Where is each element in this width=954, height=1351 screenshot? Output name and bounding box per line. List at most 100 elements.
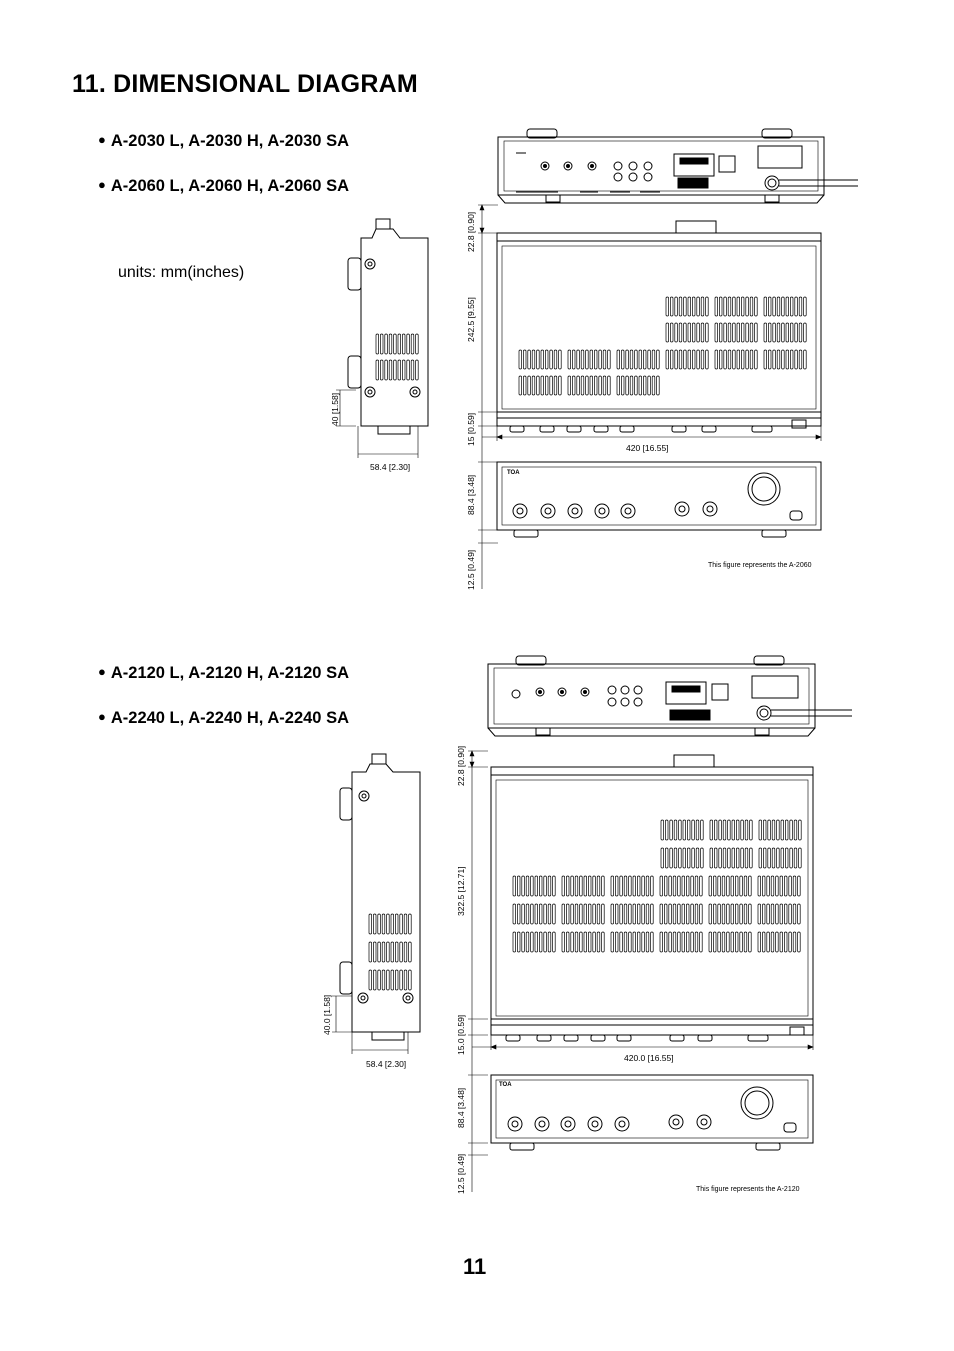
vent-slot [406, 333, 410, 355]
vent-slot [656, 349, 660, 370]
vent-slot [743, 903, 748, 925]
vent-slot [583, 903, 587, 925]
vent-slot [717, 903, 721, 925]
vent-slot [567, 349, 571, 370]
vent-slot [607, 375, 611, 396]
vent-slot [616, 349, 620, 370]
vent-slot [583, 875, 587, 897]
dim-side-width-2: 58.4 [2.30] [366, 1059, 407, 1069]
vent-slot [740, 847, 744, 869]
vent-slot [523, 375, 527, 396]
vent-slot [690, 931, 694, 953]
vent-slot [672, 903, 677, 925]
vent-slot [531, 375, 536, 396]
vent-slot [570, 875, 574, 897]
vent-slot [792, 875, 797, 897]
vent-slot [792, 903, 797, 925]
vent-slot [682, 847, 686, 869]
vent-slot [772, 322, 776, 343]
vent-slot [539, 903, 543, 925]
vent-slot [721, 903, 726, 925]
vent-slot [686, 931, 690, 953]
vent-slot [645, 875, 650, 897]
vent-slot [775, 875, 779, 897]
vent-slot [574, 875, 579, 897]
vent-slot [561, 931, 565, 953]
vent-slot [399, 969, 403, 991]
top-view-2 [490, 754, 814, 1042]
vent-slot [566, 903, 570, 925]
vent-slot [598, 375, 602, 396]
vent-slot [687, 322, 691, 343]
vent-slot [730, 875, 734, 897]
vent-slot [727, 322, 732, 343]
vent-slot [552, 931, 556, 953]
vent-slots [518, 296, 807, 396]
vent-slot [518, 349, 522, 370]
vent-slot [736, 322, 740, 343]
vent-slot [718, 819, 722, 841]
vent-slot [386, 941, 390, 963]
vent-slot [744, 819, 749, 841]
vent-slot [402, 333, 406, 355]
vent-slot [775, 903, 779, 925]
vent-slot [687, 847, 691, 869]
top-view-1 [496, 220, 822, 433]
vent-slot [583, 931, 587, 953]
vent-slot [386, 913, 390, 935]
vent-slot [547, 875, 552, 897]
vent-slot [637, 931, 641, 953]
vent-slot [594, 375, 598, 396]
vent-slot [570, 931, 574, 953]
vent-slot [717, 931, 721, 953]
vent-slot [683, 296, 687, 317]
vent-slot [721, 931, 726, 953]
bullet-icon: ● [98, 132, 106, 147]
vent-slot [719, 349, 723, 370]
vent-slot [381, 913, 386, 935]
vent-slot [567, 375, 571, 396]
vent-slot [574, 931, 579, 953]
dimension-lines-2 [332, 750, 814, 1192]
vent-slot [686, 903, 690, 925]
vent-slot [540, 375, 544, 396]
vent-slot [517, 875, 521, 897]
vent-slot [705, 322, 709, 343]
vent-slot [776, 296, 781, 317]
vent-slot [708, 875, 712, 897]
vent-slot [674, 349, 678, 370]
vent-slot [615, 903, 619, 925]
vent-slot [709, 847, 713, 869]
model-line-4: ●A-2240 L, A-2240 H, A-2240 SA [98, 709, 349, 728]
vent-slot [770, 875, 775, 897]
vent-slot [758, 819, 762, 841]
vent-slot [579, 903, 583, 925]
vent-slot [668, 903, 672, 925]
vent-slot [579, 875, 583, 897]
vent-slot [610, 931, 614, 953]
vent-slot [790, 296, 794, 317]
vent-slot [665, 322, 669, 343]
vent-slot [403, 941, 408, 963]
vent-slot [687, 349, 691, 370]
vent-slot [781, 349, 785, 370]
vent-slot [415, 359, 419, 381]
vent-slot [623, 903, 628, 925]
vent-slot [681, 903, 685, 925]
dim-side-width-1: 58.4 [2.30] [370, 462, 411, 472]
vent-slot [749, 847, 753, 869]
figure-note-1: This figure represents the A-2060 [708, 562, 812, 569]
vent-slot [768, 349, 772, 370]
vent-slot [572, 349, 576, 370]
vent-slot [748, 931, 752, 953]
vent-slot [793, 819, 798, 841]
vent-slot [553, 349, 558, 370]
vent-slot [776, 847, 780, 869]
vent-slot [690, 875, 694, 897]
vent-slot [700, 296, 705, 317]
vent-slot [380, 333, 384, 355]
vent-slot [723, 322, 727, 343]
vent-slot [598, 349, 602, 370]
vent-slot [410, 333, 415, 355]
vent-slot [754, 349, 758, 370]
